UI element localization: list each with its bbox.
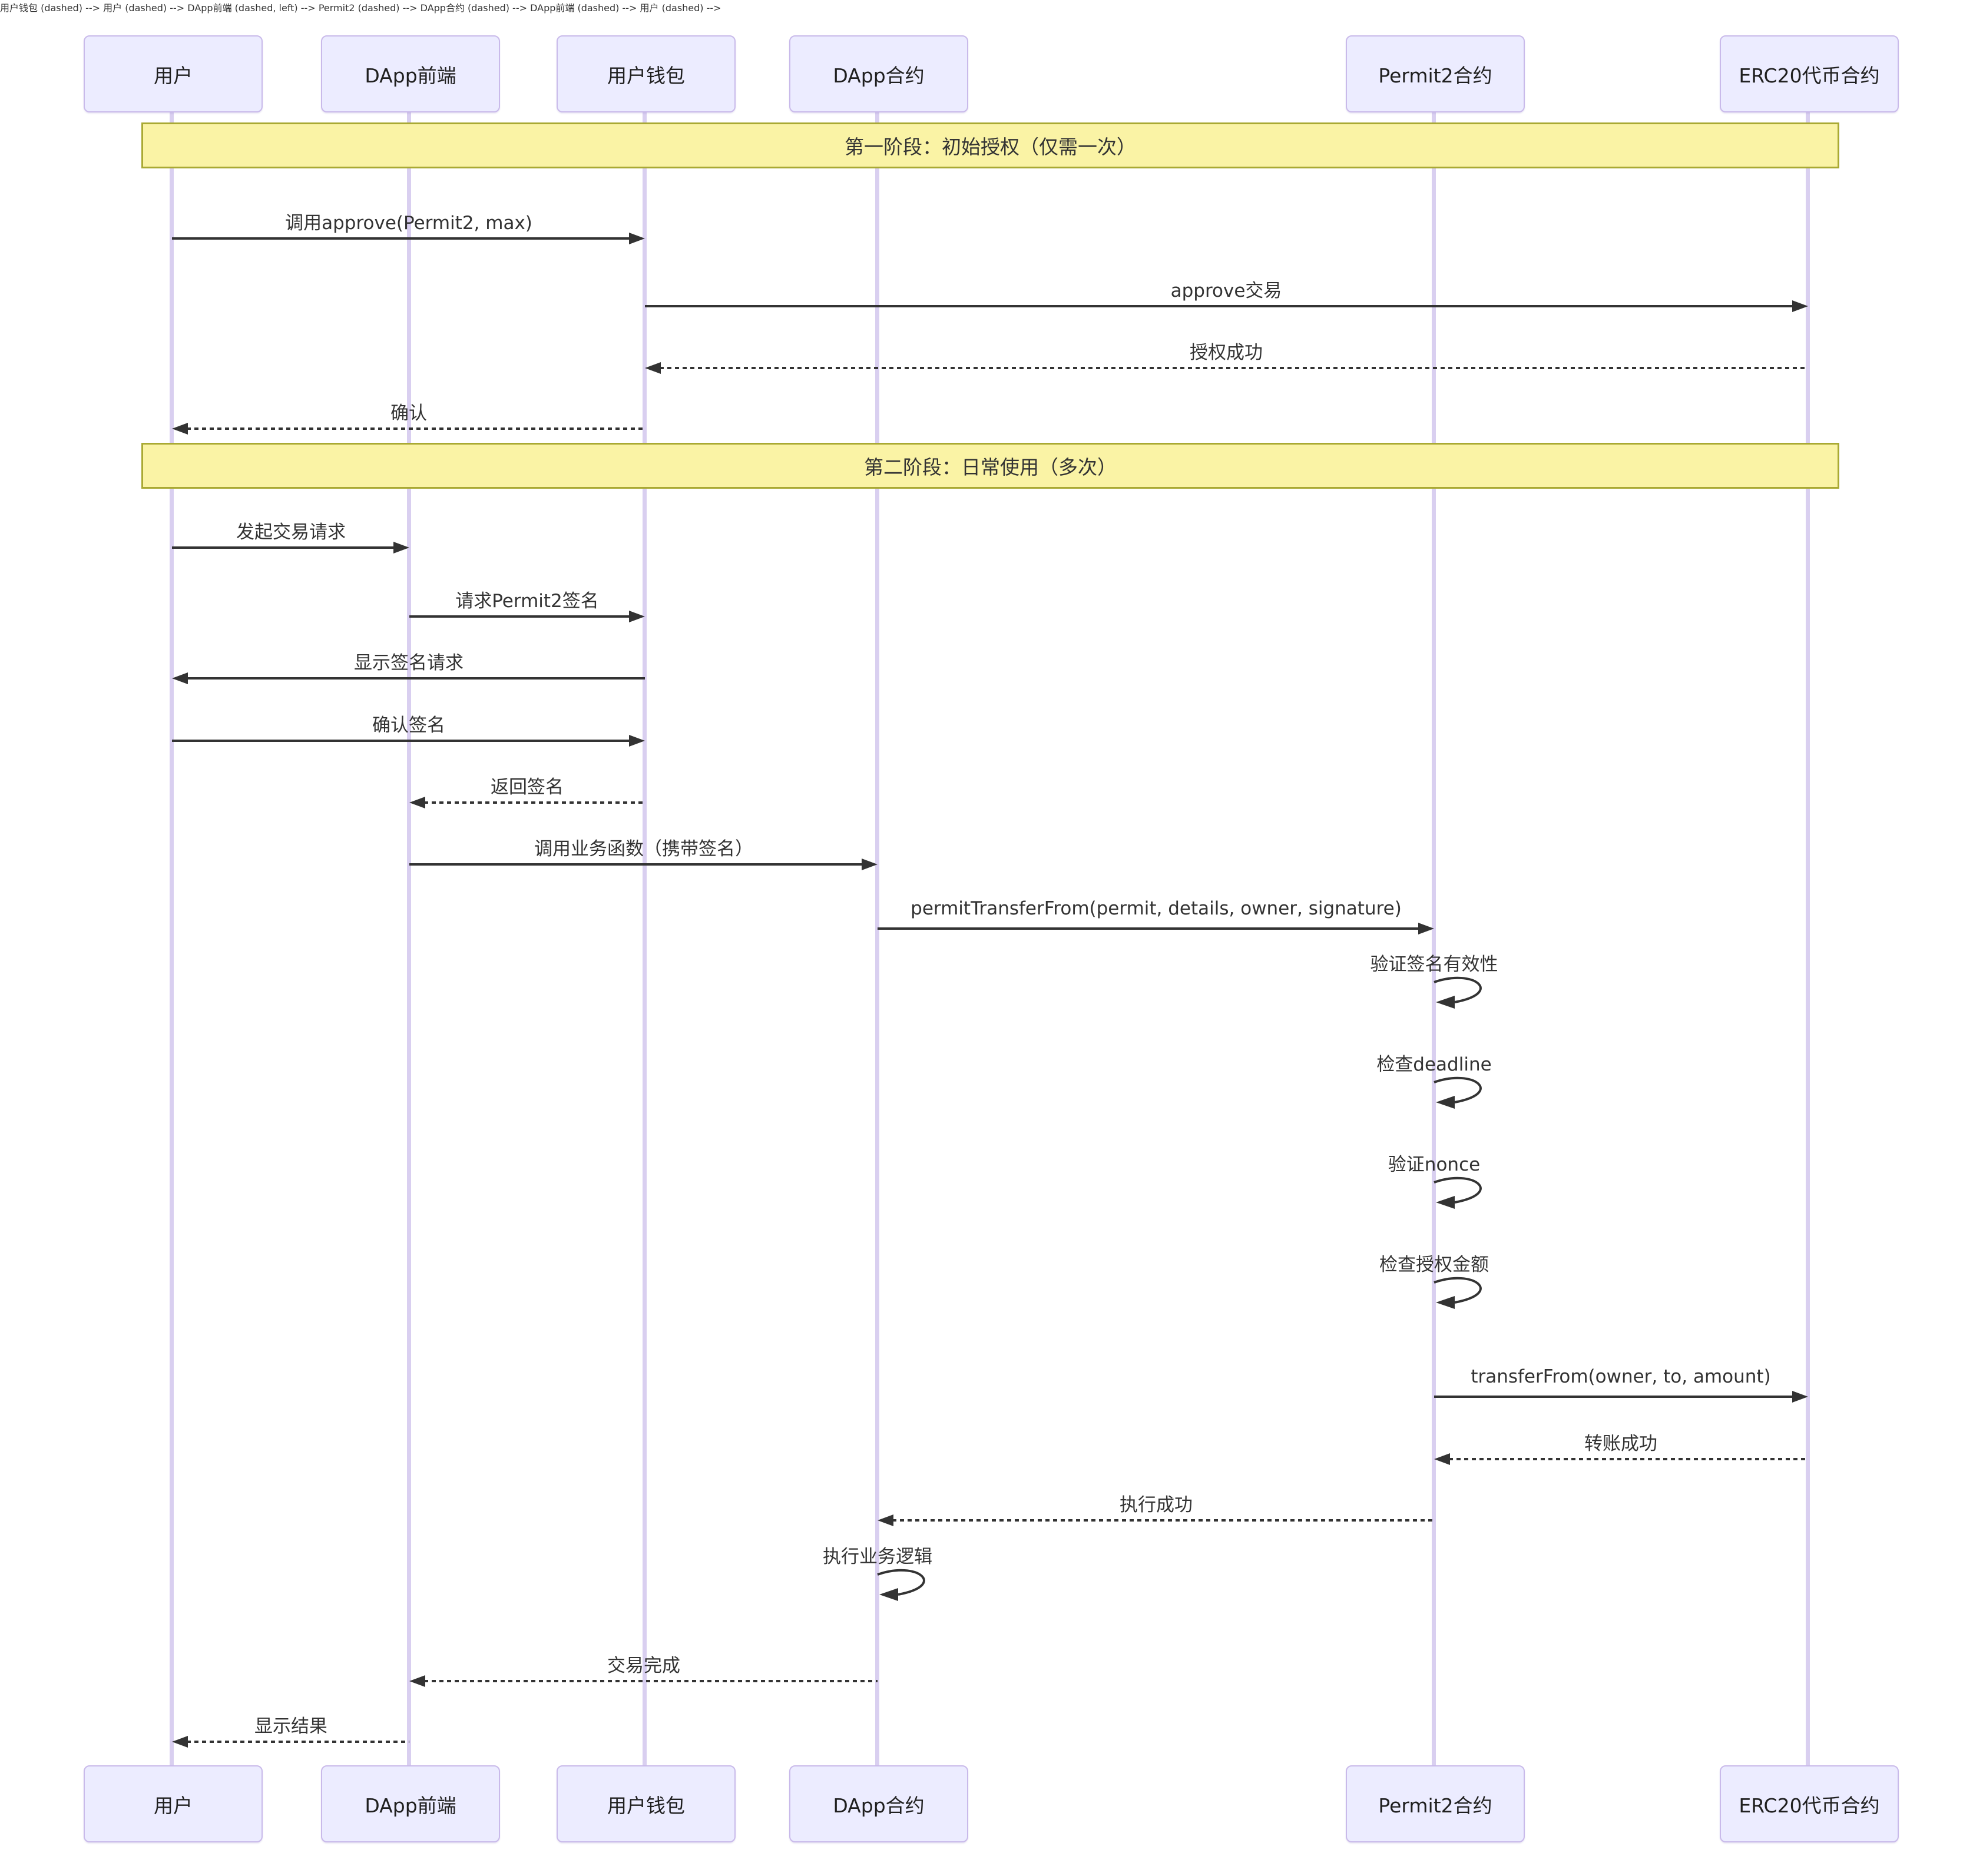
message-arrow [187,677,645,680]
message-text: 调用approve(Permit2, max) [285,213,532,234]
message-arrow [645,305,1793,307]
arrowhead-left-icon [409,1675,425,1687]
self-loop-arrow-icon [1434,1176,1482,1209]
self-loop-arrow-icon [1434,1076,1482,1109]
message-text: 确认 [390,403,427,424]
message-arrow [424,801,645,804]
lifeline-dapp-frontend [407,110,411,1765]
arrowhead-left-icon [1434,1453,1450,1465]
phase-banner-label: 第二阶段：日常使用（多次） [864,456,1117,479]
arrowhead-left-icon [172,423,188,435]
message-text: transferFrom(owner, to, amount) [1471,1366,1771,1387]
participant-erc20-contract-top: ERC20代币合约 [1720,35,1899,112]
message-text: 交易完成 [607,1655,680,1676]
message-text: 确认签名 [372,715,445,736]
message-text: 验证签名有效性 [1370,954,1498,975]
participant-label: ERC20代币合约 [1739,1794,1880,1817]
participant-user-bottom: 用户 [84,1765,263,1842]
arrowhead-right-icon [629,611,645,622]
phase-banner-label: 第一阶段：初始授权（仅需一次） [845,135,1136,158]
lifeline-user-wallet [643,110,647,1765]
participant-label: DApp前端 [365,64,456,87]
message-arrow [172,546,395,549]
arrowhead-right-icon [1418,923,1434,934]
arrowhead-left-icon [878,1514,893,1526]
participant-user-wallet-bottom: 用户钱包 [557,1765,736,1842]
message-text: 验证nonce [1388,1154,1481,1175]
message-text: 检查授权金额 [1379,1254,1489,1275]
message-arrow [1434,1396,1793,1398]
participant-permit2-contract-top: Permit2合约 [1346,35,1525,112]
message-text: 执行成功 [1120,1494,1193,1516]
lifeline-dapp-contract [875,110,879,1765]
arrowhead-right-icon [393,542,409,553]
message-text: 显示结果 [254,1716,327,1737]
participant-label: 用户钱包 [607,1794,685,1817]
message-arrow [409,615,630,618]
participant-label: DApp前端 [365,1794,456,1817]
message-arrow [187,427,645,430]
message-text: 发起交易请求 [236,522,346,543]
participant-permit2-contract-bottom: Permit2合约 [1346,1765,1525,1842]
participant-label: DApp合约 [833,64,925,87]
lifeline-permit2-contract [1432,110,1436,1765]
self-loop-arrow-icon [877,1569,925,1601]
arrowhead-right-icon [1792,300,1808,312]
message-arrow [892,1519,1434,1522]
message-arrow [409,863,863,866]
participant-label: Permit2合约 [1378,64,1492,87]
participant-label: DApp合约 [833,1794,925,1817]
message-text: permitTransferFrom(permit, details, owne… [911,898,1402,919]
arrowhead-left-icon [645,362,661,374]
participant-dapp-frontend-top: DApp前端 [321,35,500,112]
message-text: 执行业务逻辑 [823,1546,932,1567]
arrowhead-left-icon [172,672,188,684]
phase-banner-1: 第一阶段：初始授权（仅需一次） [141,122,1839,168]
message-arrow [1449,1458,1808,1460]
arrowhead-left-icon [172,1736,188,1748]
arrowhead-right-icon [862,859,878,870]
message-text: 请求Permit2签名 [455,591,599,612]
message-arrow [172,740,630,742]
arrowhead-right-icon [629,233,645,244]
lifeline-erc20-contract [1806,110,1810,1765]
arrowhead-left-icon [409,797,425,808]
message-arrow [172,237,630,240]
participant-user-wallet-top: 用户钱包 [557,35,736,112]
self-loop-arrow-icon [1434,976,1482,1009]
participant-label: Permit2合约 [1378,1794,1492,1817]
participant-dapp-frontend-bottom: DApp前端 [321,1765,500,1842]
phase-banner-2: 第二阶段：日常使用（多次） [141,443,1839,489]
participant-user-top: 用户 [84,35,263,112]
message-arrow [878,927,1419,930]
participant-dapp-contract-bottom: DApp合约 [789,1765,968,1842]
participant-label: 用户 [154,64,193,87]
lifeline-user [170,110,174,1765]
participant-label: 用户 [154,1794,193,1817]
participant-label: 用户钱包 [607,64,685,87]
self-loop-arrow-icon [1434,1277,1482,1309]
message-text: approve交易 [1170,280,1282,301]
arrowhead-right-icon [629,735,645,747]
message-text: 返回签名 [491,777,564,798]
message-text: 检查deadline [1376,1054,1492,1075]
message-text: 授权成功 [1190,342,1263,363]
message-text: 转账成功 [1584,1433,1657,1454]
message-text: 调用业务函数（携带签名） [534,838,753,860]
participant-dapp-contract-top: DApp合约 [789,35,968,112]
arrowhead-right-icon [1792,1391,1808,1403]
message-arrow [424,1680,878,1682]
participant-erc20-contract-bottom: ERC20代币合约 [1720,1765,1899,1842]
participant-label: ERC20代币合约 [1739,64,1880,87]
message-arrow [187,1741,409,1743]
message-text: 显示签名请求 [354,652,464,674]
message-arrow [660,367,1808,369]
